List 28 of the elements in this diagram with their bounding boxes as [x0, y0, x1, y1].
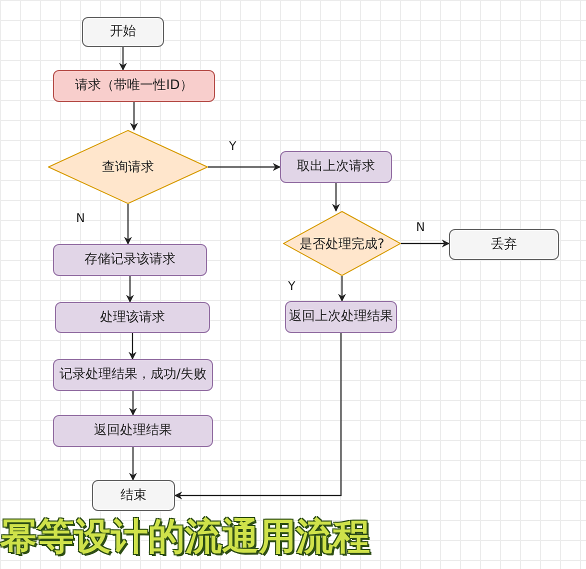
arrow	[174, 333, 342, 500]
process-box: 结束	[92, 480, 175, 511]
process-box: 返回上次处理结果	[285, 301, 397, 333]
arrow	[124, 204, 132, 245]
process-box: 记录处理结果，成功/失败	[53, 359, 213, 391]
process-box: 开始	[82, 17, 164, 47]
arrow	[338, 276, 346, 302]
arrow	[126, 276, 134, 303]
arrow	[401, 240, 450, 248]
arrow	[130, 102, 138, 131]
process-box: 取出上次请求	[280, 151, 392, 183]
process-box: 处理该请求	[55, 302, 210, 333]
edge-label: Y	[288, 279, 296, 293]
decision-diamond: 查询请求	[48, 130, 208, 204]
arrow	[129, 447, 137, 481]
process-box: 请求（带唯一性ID）	[53, 70, 215, 102]
edge-label: N	[76, 211, 85, 225]
arrow	[128, 333, 136, 360]
decision-diamond: 是否处理完成?	[283, 211, 401, 276]
process-box: 存储记录该请求	[53, 244, 207, 276]
arrow	[129, 391, 137, 416]
arrow	[332, 183, 340, 212]
edge-label: N	[416, 220, 425, 234]
edge-label: Y	[229, 139, 236, 153]
arrow	[119, 47, 127, 71]
process-box: 返回处理结果	[53, 415, 213, 447]
process-box: 丢弃	[449, 229, 559, 260]
arrow	[208, 163, 281, 171]
